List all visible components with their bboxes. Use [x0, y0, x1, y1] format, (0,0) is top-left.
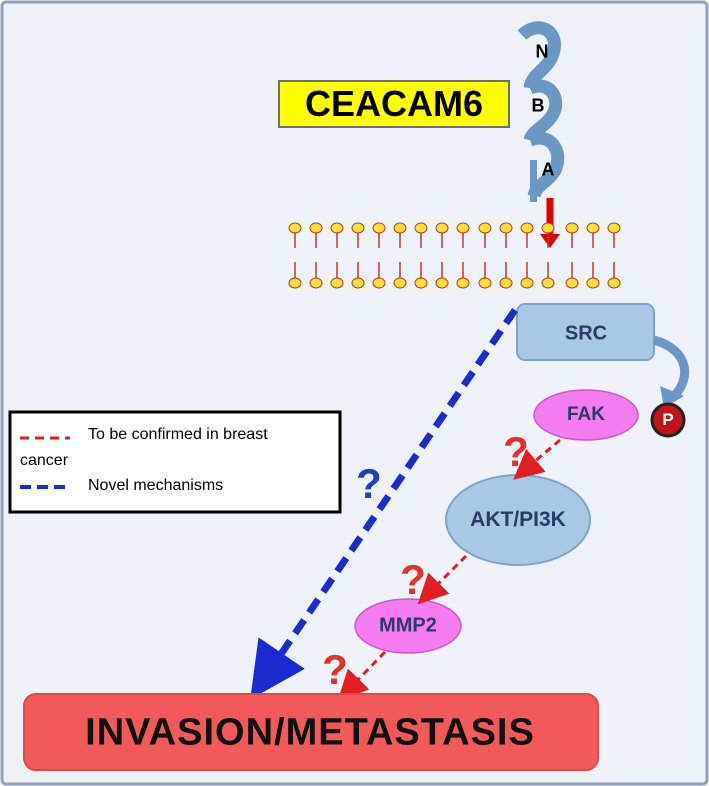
- lipid-head: [435, 222, 449, 234]
- domain-stalk: [530, 160, 537, 202]
- akt-label: AKT/PI3K: [470, 508, 566, 531]
- question-mark-fak-akt: ?: [503, 428, 529, 475]
- lipid-head: [330, 277, 344, 289]
- lipid-head: [456, 277, 470, 289]
- lipid-head: [478, 277, 492, 289]
- src-curved-arrowhead: [660, 386, 684, 408]
- fak-to-akt-arrow: [513, 438, 561, 480]
- protein-name: CEACAM6: [304, 83, 483, 124]
- lipid-head: [393, 222, 407, 234]
- invasion-label: INVASION/METASTASIS: [85, 711, 535, 754]
- domain-label-n: N: [535, 41, 549, 62]
- lipid-head: [309, 277, 323, 289]
- src-curved-arrow: [652, 335, 690, 402]
- lipid-head: [372, 222, 386, 234]
- lipid-bilayer: [288, 222, 621, 289]
- phospho-badge: [650, 402, 686, 438]
- akt-to-mmp2-arrow: [417, 554, 468, 605]
- lipid-head: [456, 222, 470, 234]
- domain-label-b: B: [531, 95, 545, 116]
- lipid-head: [288, 277, 302, 289]
- question-mark-akt-mmp2: ?: [400, 556, 426, 603]
- lipid-head: [414, 222, 428, 234]
- ceacam6-domains: [517, 21, 565, 198]
- mmp2-label: MMP2: [379, 614, 437, 637]
- lipid-head: [541, 277, 555, 289]
- lipid-head: [330, 222, 344, 234]
- phospho-label: P: [662, 410, 674, 429]
- mmp2-to-invasion-arrow: [337, 650, 387, 701]
- legend-label-confirm-line2: cancer: [20, 452, 69, 469]
- lipid-head: [565, 222, 579, 234]
- lipid-head: [372, 277, 386, 289]
- membrane-arrow-head: [540, 234, 560, 248]
- lipid-head: [586, 222, 600, 234]
- src-label: SRC: [564, 322, 608, 345]
- lipid-head: [499, 277, 513, 289]
- domain-n-shape: [517, 21, 561, 90]
- lipid-head: [520, 222, 534, 234]
- lipid-head: [393, 277, 407, 289]
- lipid-head: [309, 222, 323, 234]
- lipid-head: [414, 277, 428, 289]
- invasion-box: [23, 693, 599, 771]
- fak-label: FAK: [567, 404, 605, 425]
- lipid-head: [520, 277, 534, 289]
- domain-label-a: A: [541, 159, 555, 180]
- domain-a-shape: [527, 131, 565, 198]
- fak-ellipse: [533, 389, 639, 441]
- legend-box: [8, 410, 342, 514]
- question-mark-mmp2-invasion: ?: [322, 646, 348, 693]
- legend-label-confirm-line1: To be confirmed in breast: [88, 426, 268, 443]
- lipid-head: [607, 222, 621, 234]
- lipid-head: [565, 277, 579, 289]
- mmp2-ellipse: [354, 598, 462, 654]
- lipid-head: [499, 222, 513, 234]
- lipid-head: [586, 277, 600, 289]
- question-mark-novel: ?: [356, 460, 382, 507]
- legend-label-novel: Novel mechanisms: [88, 477, 224, 494]
- lipid-head: [435, 277, 449, 289]
- lipid-head: [478, 222, 492, 234]
- src-box: [516, 303, 655, 361]
- lipid-head: [607, 277, 621, 289]
- protein-label-box: CEACAM6: [278, 80, 510, 128]
- lipid-head: [288, 222, 302, 234]
- lipid-head: [351, 277, 365, 289]
- lipid-head: [351, 222, 365, 234]
- lipid-head: [541, 222, 555, 234]
